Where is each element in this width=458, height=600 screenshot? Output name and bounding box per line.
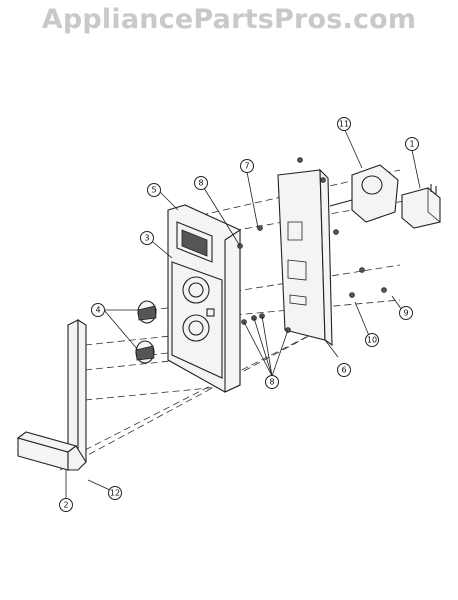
watermark-text: AppliancePartsPros.com: [41, 4, 417, 35]
callout-6: 6: [337, 363, 351, 377]
callout-label: 1: [409, 140, 414, 149]
callout-10: 10: [365, 333, 379, 347]
screws: [237, 157, 387, 333]
switch: [401, 184, 441, 229]
callout-7: 7: [240, 159, 254, 173]
callout-label: 10: [367, 336, 377, 345]
callout-8-lower: 8: [265, 375, 279, 389]
callout-label: 4: [95, 306, 100, 315]
bracket-rail: [16, 319, 87, 471]
callout-2: 2: [59, 498, 73, 512]
callout-label: 5: [151, 186, 156, 195]
callout-1: 1: [405, 137, 419, 151]
callout-label: 8: [269, 378, 274, 387]
callout-4: 4: [91, 303, 105, 317]
callout-9: 9: [399, 306, 413, 320]
callout-label: 9: [403, 309, 408, 318]
callout-3: 3: [140, 231, 154, 245]
callout-label: 3: [144, 234, 149, 243]
mounting-bracket: [277, 168, 333, 347]
callout-8-upper: 8: [194, 176, 208, 190]
control-panel: [167, 204, 241, 393]
callout-label: 12: [110, 489, 120, 498]
control-knobs: [135, 300, 157, 364]
callout-label: 7: [244, 162, 249, 171]
callout-11: 11: [337, 117, 351, 131]
callout-label: 6: [341, 366, 346, 375]
callout-label: 2: [63, 501, 68, 510]
callout-5: 5: [147, 183, 161, 197]
callout-label: 11: [339, 120, 349, 129]
callout-12: 12: [108, 486, 122, 500]
callout-label: 8: [198, 179, 203, 188]
timer-motor: [329, 164, 399, 223]
